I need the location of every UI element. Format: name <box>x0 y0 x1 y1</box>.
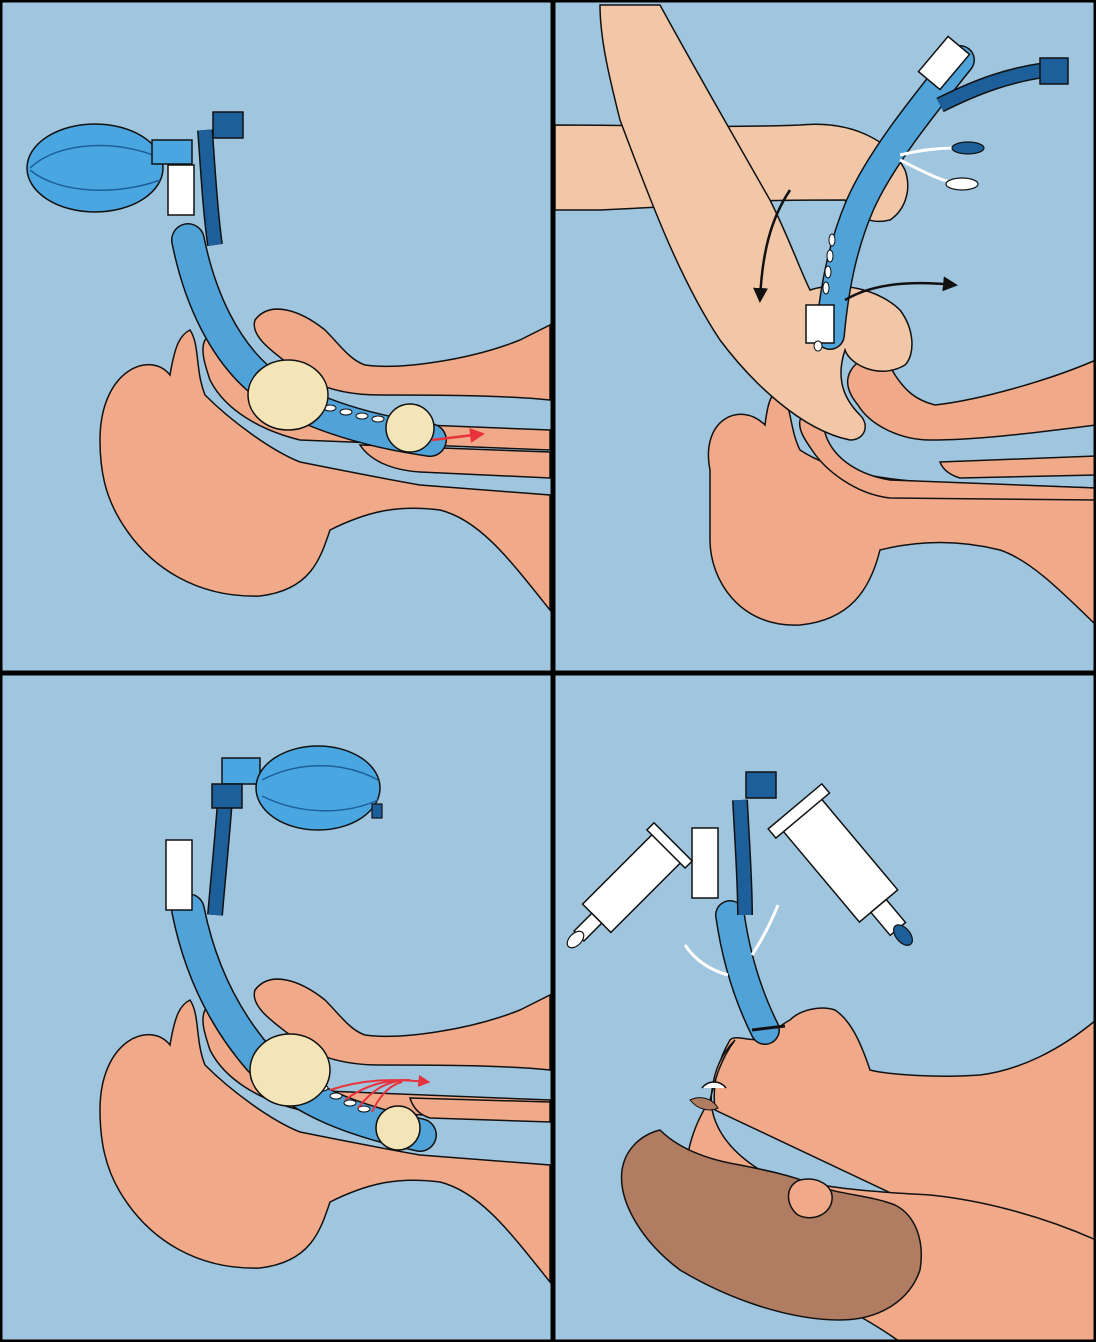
dark-connector <box>212 784 242 808</box>
distal-cuff <box>386 404 434 452</box>
trachea <box>410 1098 550 1122</box>
bag-connector <box>222 758 260 784</box>
pilot-balloon-white <box>946 178 978 190</box>
tube-tip <box>806 305 834 343</box>
white-connector <box>692 828 718 898</box>
proximal-cuff <box>250 1034 330 1106</box>
dark-connector <box>746 772 776 798</box>
pilot-balloon-blue <box>952 142 984 154</box>
patient-ear <box>788 1179 832 1218</box>
proximal-cuff <box>248 360 328 430</box>
dark-connector <box>213 112 243 138</box>
ventilation-bag-icon <box>256 746 382 830</box>
dark-connector <box>1040 58 1068 84</box>
white-connector <box>168 165 194 215</box>
white-connector <box>166 840 192 910</box>
distal-cuff <box>376 1106 420 1150</box>
